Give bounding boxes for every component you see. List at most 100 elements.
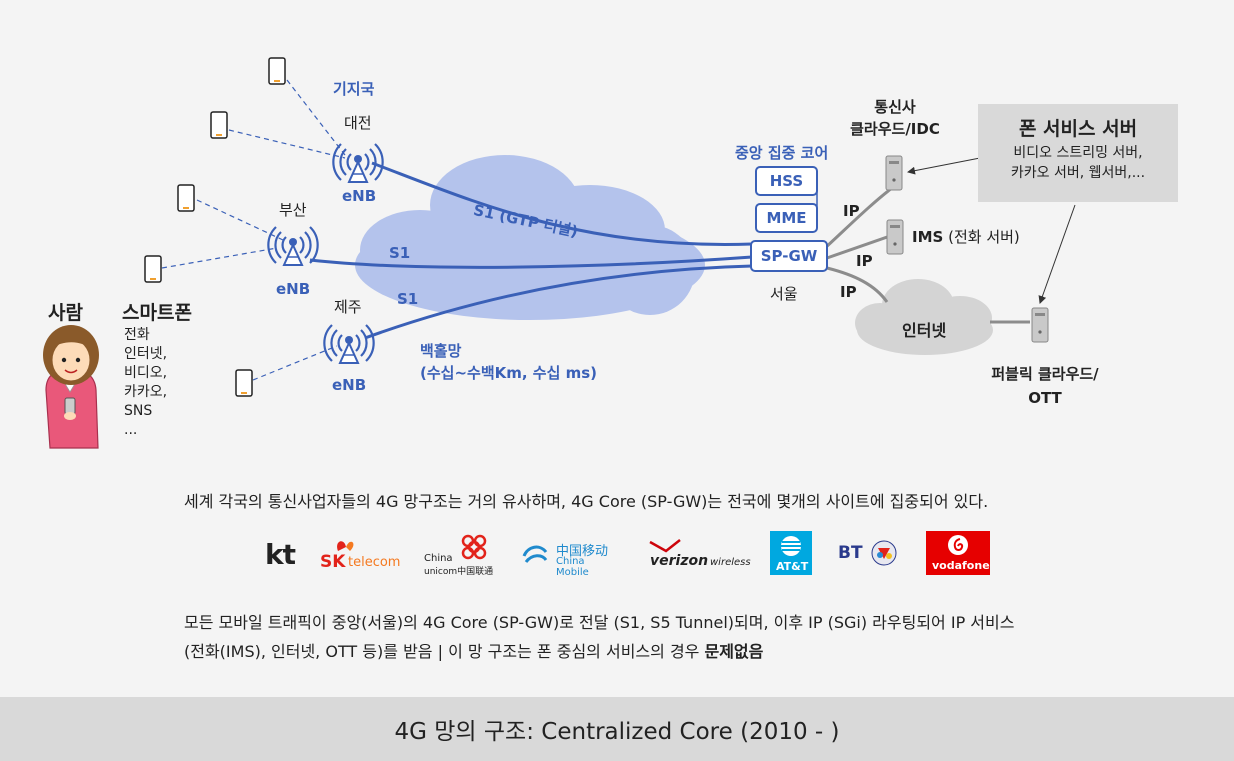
- phone-icon: [235, 369, 253, 397]
- bt-piper-icon: [871, 540, 897, 566]
- person-label: 사람: [48, 302, 83, 324]
- server-icon: [886, 219, 904, 255]
- city-daejeon: 대전: [344, 114, 372, 132]
- radio-link: [196, 199, 284, 241]
- statement-2-line1: 모든 모바일 트래픽이 중앙(서울)의 4G Core (SP-GW)로 전달 …: [184, 613, 1015, 632]
- vodafone-quote-icon: [948, 535, 968, 555]
- mme-box: MME: [755, 203, 818, 233]
- s1-link-jeju: [364, 264, 753, 340]
- unicom-knot-icon: [461, 534, 487, 560]
- bt-logo: BT: [838, 538, 902, 570]
- public-cloud-label: 퍼블릭 클라우드/ OTT: [991, 365, 1099, 407]
- verizon-check-icon: [649, 539, 681, 553]
- att-word: AT&T: [776, 560, 809, 573]
- verizon-word: verizon: [650, 553, 709, 569]
- kt-logo: kt: [264, 537, 296, 571]
- backhaul-detail: (수십~수백Km, 수십 ms): [420, 364, 598, 382]
- china-mobile-cn: 中国移动: [556, 544, 609, 559]
- footer-title: 4G 망의 구조: Centralized Core (2010 - ): [394, 719, 840, 745]
- phone-service-server-title: 폰 서비스 서버: [1018, 118, 1138, 140]
- ip-link-internet: [826, 266, 889, 303]
- backhaul-title: 백홀망: [420, 342, 462, 360]
- core-title: 중앙 집중 코어: [735, 144, 829, 162]
- phone-service-server-box: 폰 서비스 서버 비디오 스트리밍 서버, 카카오 서버, 웹서버,...: [978, 104, 1178, 202]
- phone-icon: [144, 255, 162, 283]
- ims-name: IMS: [912, 228, 944, 246]
- china-unicom-logo: China unicom中国联通: [424, 533, 498, 577]
- person-avatar: [43, 325, 99, 449]
- radio-link: [228, 129, 346, 159]
- s1-link-daejeon: [371, 161, 753, 246]
- statement-2-line2: (전화(IMS), 인터넷, OTT 등)를 받음 | 이 망 구조는 폰 중심…: [184, 638, 763, 662]
- enb-antenna-icon: [267, 226, 319, 266]
- enb-label-daejeon: eNB: [342, 187, 377, 205]
- service-item: 인터넷,: [124, 346, 168, 362]
- internet-label: 인터넷: [902, 321, 947, 340]
- s1-link-busan: [309, 255, 753, 269]
- smartphone-title: 스마트폰: [122, 302, 192, 324]
- city-busan: 부산: [279, 201, 307, 219]
- bt-word: BT: [838, 543, 863, 563]
- china-unicom-line1: China: [424, 553, 453, 564]
- china-mobile-logo: 中国移动 China Mobile: [520, 538, 620, 578]
- service-item: 카카오,: [124, 384, 168, 400]
- smartphone-services: 전화 인터넷, 비디오, 카카오, SNS ...: [124, 326, 167, 440]
- att-logo: AT&T: [770, 531, 812, 575]
- statement-2-line2-prefix: (전화(IMS), 인터넷, OTT 등)를 받음 | 이 망 구조는 폰 중심…: [184, 642, 705, 661]
- vodafone-logo: vodafone: [926, 531, 990, 575]
- phones: [144, 57, 286, 397]
- att-globe-icon: [781, 536, 801, 556]
- ip-link-idc: [823, 186, 893, 250]
- arrow-to-idc: [907, 157, 981, 175]
- city-jeju: 제주: [334, 298, 362, 316]
- internet-cloud-shape: [855, 279, 993, 355]
- phone-icon: [177, 184, 195, 212]
- ip-links: [823, 186, 1030, 324]
- china-mobile-en: China Mobile: [556, 556, 589, 578]
- server-icon: [1031, 307, 1049, 343]
- radio-link: [286, 79, 346, 156]
- ims-label: IMS (전화 서버): [912, 226, 1020, 247]
- spgw-box: SP-GW: [750, 240, 828, 272]
- footer-bar: 4G 망의 구조: Centralized Core (2010 - ): [0, 697, 1234, 761]
- sk-telecom-logo: SK telecom: [318, 535, 410, 575]
- radio-link: [252, 345, 338, 381]
- statement-1: 세계 각국의 통신사업자들의 4G 망구조는 거의 유사하며, 4G Core …: [184, 492, 989, 511]
- sk-mark: SK: [320, 552, 346, 572]
- phone-buttons: [150, 80, 280, 394]
- radio-links: [161, 79, 346, 381]
- verizon-logo: verizon wireless: [646, 538, 751, 572]
- service-item: 비디오,: [124, 365, 168, 381]
- s1-label-busan: S1: [389, 244, 411, 262]
- enb-label-busan: eNB: [276, 280, 311, 298]
- ip-label-idc: IP: [843, 202, 860, 220]
- radio-link: [161, 247, 278, 269]
- hss-box: HSS: [755, 166, 818, 196]
- telco-cloud-label: 통신사 클라우드/IDC: [850, 98, 940, 138]
- enb-label-jeju: eNB: [332, 376, 367, 394]
- server-icon: [885, 155, 903, 191]
- network-diagram: [43, 57, 1076, 449]
- enb-antenna-icon: [323, 324, 375, 364]
- china-mobile-icon: [522, 545, 548, 563]
- china-unicom-line2: unicom中国联通: [424, 567, 494, 577]
- s1-links: [309, 161, 753, 340]
- arrow-to-public-cloud: [1038, 204, 1076, 304]
- service-item: ...: [124, 422, 138, 438]
- enb-antenna-icon: [332, 143, 384, 183]
- sk-word: telecom: [348, 555, 401, 570]
- statement-2-emphasis: 문제없음: [704, 642, 764, 661]
- service-item: SNS: [124, 403, 153, 419]
- verizon-suffix: wireless: [710, 557, 751, 568]
- ip-link-ims: [826, 234, 891, 260]
- phone-service-server-detail: 비디오 스트리밍 서버, 카카오 서버, 웹서버,...: [1010, 145, 1146, 181]
- s1-label-jeju: S1: [397, 290, 419, 308]
- sk-butterfly-icon: [337, 541, 354, 551]
- vodafone-word: vodafone: [932, 559, 990, 572]
- base-station-heading: 기지국: [333, 80, 375, 98]
- ip-label-ims: IP: [856, 252, 873, 270]
- phone-icon: [210, 111, 228, 139]
- phone-icon: [268, 57, 286, 85]
- service-item: 전화: [124, 327, 150, 343]
